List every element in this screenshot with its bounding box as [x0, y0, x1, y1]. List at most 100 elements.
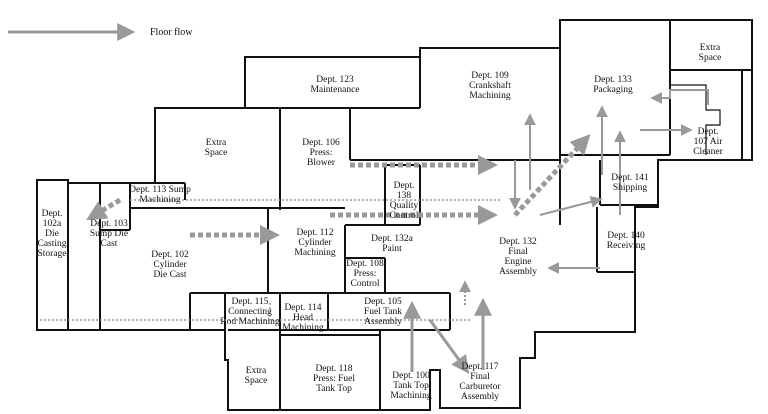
dept-label-line: Extra: [206, 138, 227, 148]
dept-label-line: Dept. 102: [151, 250, 189, 260]
dept-label-line: Quality: [390, 201, 419, 211]
conveyor-lines: [40, 199, 500, 321]
dept-label-line: Cylinder: [153, 260, 187, 270]
dept-label-line: Casting: [37, 239, 66, 249]
dept-label-line: Cast: [101, 239, 118, 249]
dept-label-line: Dept. 109: [471, 71, 509, 81]
dept-label-line: Control: [350, 279, 379, 289]
dept-label-line: Dept. 113 Sump: [129, 185, 191, 195]
dept-label-line: Crankshaft: [469, 80, 511, 91]
dept-label-line: Die: [45, 229, 59, 239]
dept-label-line: Cylinder: [298, 238, 332, 248]
dept-label-line: Dept. 133: [594, 75, 632, 85]
dept-label-line: Space: [205, 148, 228, 158]
dept-label-line: Dept. 132: [499, 237, 537, 247]
dept-label-line: Head: [293, 313, 313, 323]
dept-label-line: 102a: [43, 219, 62, 229]
dept-label-line: Dept. 140: [607, 231, 645, 241]
dept-label-line: Shipping: [613, 183, 648, 193]
dept-label-line: Press:: [354, 269, 377, 279]
dept-label-line: Dept.: [42, 209, 63, 219]
walls: [36, 19, 753, 411]
flow-132-right: [539, 195, 603, 216]
dept-label-line: Die Cast: [154, 270, 187, 280]
dept-label-line: Dept. 103: [90, 219, 128, 229]
dept-label-line: Extra: [246, 366, 267, 376]
dept-label-line: Final: [508, 247, 528, 257]
flow-dashed-132-133: [513, 134, 591, 217]
dept-label-line: Receiving: [607, 241, 646, 251]
legend: Floor flow: [8, 23, 193, 41]
dept-label-line: Maintenance: [310, 85, 359, 95]
dept-label-line: Rod Machining: [220, 317, 280, 327]
dept-label-line: Dept. 114: [284, 303, 321, 313]
dept-label-line: Press:: [310, 148, 333, 158]
dept-label-line: Assembly: [461, 392, 499, 402]
dept-label-line: Packaging: [593, 85, 633, 95]
dept-label-line: Storage: [37, 249, 66, 259]
dept-label-line: Dept. 123: [316, 75, 354, 85]
dept-label-line: Dept.: [394, 181, 415, 191]
dept-label-line: 107 Air: [694, 137, 724, 147]
dept-label-line: Dept. 112: [296, 228, 333, 238]
dept-label-line: Paint: [382, 244, 402, 254]
flow-dashed-103: [86, 197, 122, 221]
dept-label-line: Cleaner: [693, 147, 723, 157]
dept-label-line: Final: [470, 372, 490, 382]
dept-label-line: Engine: [505, 257, 532, 267]
dept-label-line: Machining: [139, 195, 180, 205]
dept-label-line: Connecting: [228, 307, 272, 317]
dept-label-line: Blower: [307, 158, 336, 168]
dept-label-line: Carburetor: [459, 382, 501, 392]
dept-label-line: Dept. 132a: [371, 234, 413, 244]
dept-label-line: Assembly: [364, 317, 402, 327]
dept-label-line: Assembly: [499, 267, 537, 277]
dept-label-line: Dept. 108: [346, 259, 384, 269]
dept-label-line: Control: [389, 211, 418, 221]
dept-label-line: Sump Die: [90, 229, 128, 239]
dept-label-line: Dept. 118: [315, 364, 352, 374]
dept-label-line: Space: [699, 53, 722, 63]
dept-label-line: Dept. 100: [392, 371, 430, 381]
dept-label-line: Space: [245, 376, 268, 386]
dept-label-line: Dept.: [698, 127, 719, 137]
dept-label-line: Machining: [469, 91, 510, 101]
dept-label-line: Machining: [390, 391, 431, 401]
dept-label-line: Machining: [294, 248, 335, 258]
flow-arrows: [86, 89, 709, 374]
legend-label: Floor flow: [150, 27, 193, 38]
dept-label-line: Tank Top: [393, 381, 429, 391]
dept-label-line: 138: [397, 191, 412, 201]
dept-label-line: Dept. 106: [302, 138, 340, 148]
dept-label-line: Dept. 141: [611, 173, 649, 183]
dept-label-line: Dept. 105: [364, 297, 402, 307]
dept-label-line: Dept. 117: [461, 362, 498, 372]
flow-105-117: [428, 319, 470, 374]
